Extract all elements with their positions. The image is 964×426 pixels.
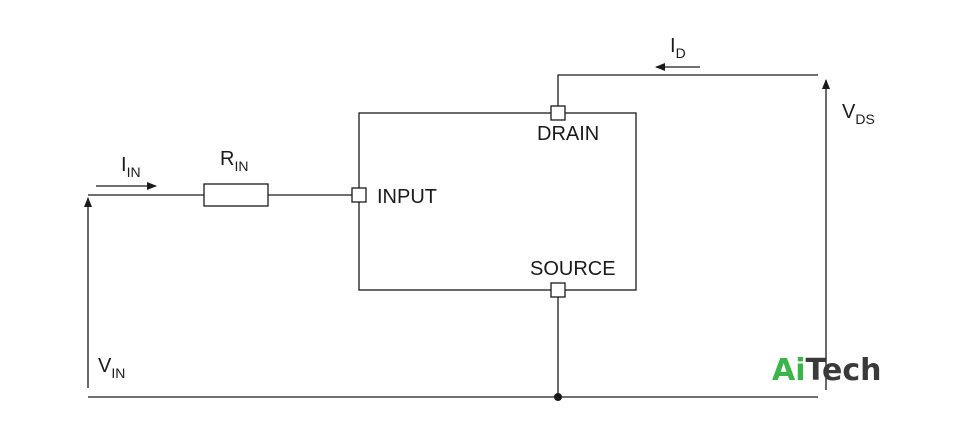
drain-pin-label: DRAIN — [537, 123, 599, 145]
input-pin — [351, 187, 367, 203]
drain-pin — [550, 105, 566, 121]
aitech-logo: AiTech — [772, 353, 881, 388]
source-pin-label: SOURCE — [530, 258, 616, 280]
device-box — [358, 112, 637, 291]
source-pin — [550, 282, 566, 298]
input-resistor-label: RIN — [220, 148, 248, 174]
input-resistor — [203, 183, 269, 207]
input-current-label: IIN — [121, 154, 141, 180]
input-voltage-label: VIN — [98, 355, 125, 381]
drain-current-label: ID — [670, 35, 686, 61]
drain-wire — [557, 74, 818, 106]
vds-label: VDS — [842, 101, 875, 127]
input-pin-label: INPUT — [377, 186, 437, 208]
